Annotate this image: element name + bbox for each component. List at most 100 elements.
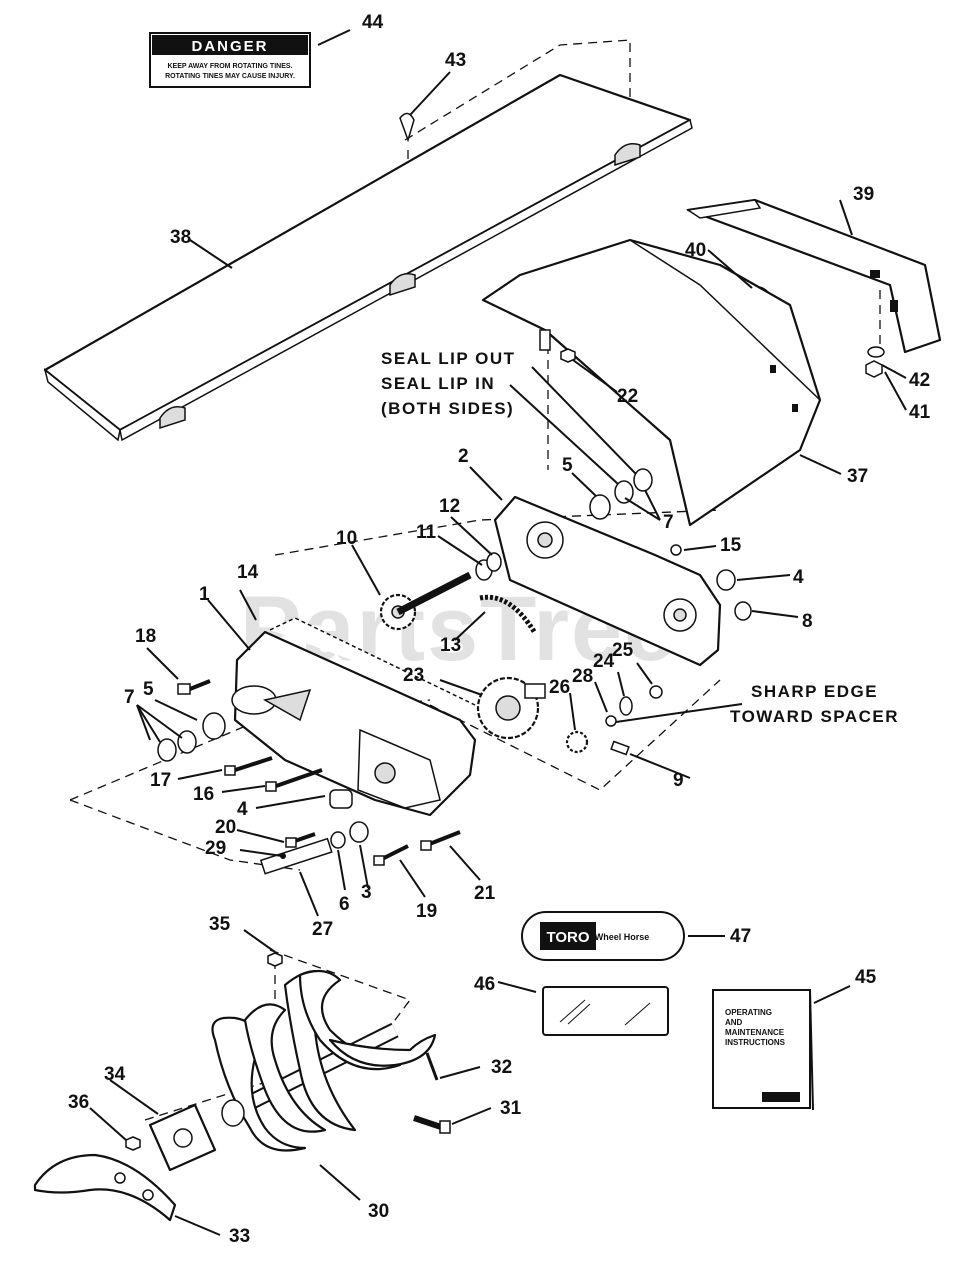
bushing-4-left: [329, 789, 353, 809]
leader-lines: [89, 29, 907, 1236]
callout-11: 11: [416, 522, 437, 543]
callout-1: 1: [199, 584, 210, 605]
callout-22: 22: [617, 386, 638, 407]
callout-37: 37: [847, 466, 868, 487]
callout-10: 10: [336, 528, 357, 549]
callout-6: 6: [339, 894, 350, 915]
danger-heading: DANGER: [191, 38, 268, 55]
sprocket-10: [379, 571, 472, 631]
pin-9: [610, 740, 630, 756]
callout-4-right: 4: [793, 567, 804, 588]
cotter-pin-43: [399, 112, 415, 143]
callout-7-left: 7: [124, 687, 135, 708]
callout-34: 34: [104, 1064, 126, 1085]
shaft-27: [259, 837, 333, 875]
pins-31-32-35: [267, 952, 451, 1134]
seals-right-5-7: [589, 468, 653, 520]
callout-2: 2: [458, 446, 469, 467]
callout-41: 41: [909, 402, 931, 423]
gear-case-half-2: [493, 495, 722, 667]
logo-brand: TORO: [546, 929, 589, 946]
note-seal-lip-in: SEAL LIP IN: [381, 374, 495, 393]
manual-line-4: INSTRUCTIONS: [725, 1038, 786, 1047]
callout-13: 13: [440, 635, 461, 656]
operator-manual: OPERATING AND MAINTENANCE INSTRUCTIONS: [712, 989, 814, 1111]
shield-38: [43, 73, 693, 442]
callout-32: 32: [491, 1057, 512, 1078]
callout-38: 38: [170, 227, 191, 248]
danger-line-1: KEEP AWAY FROM ROTATING TINES.: [168, 63, 293, 70]
bearings-right-4-8-15: [670, 544, 752, 621]
callout-24: 24: [593, 651, 615, 672]
callout-28: 28: [572, 666, 593, 687]
outer-tine-33: [33, 1153, 177, 1222]
callout-5-left: 5: [143, 679, 154, 700]
callout-27: 27: [312, 919, 333, 940]
danger-decal: DANGER KEEP AWAY FROM ROTATING TINES. RO…: [149, 32, 311, 88]
gear-case-half-1: [231, 630, 477, 817]
callout-33: 33: [229, 1226, 250, 1247]
tine-hood-37: [481, 238, 822, 527]
manual-line-1: OPERATING: [725, 1008, 772, 1017]
spacer-parts-24-28: [565, 685, 663, 754]
note-toward-spacer: TOWARD SPACER: [730, 707, 899, 726]
callout-47: 47: [730, 926, 751, 947]
callout-3: 3: [361, 882, 372, 903]
clear-decal-46: [542, 986, 669, 1036]
callout-14: 14: [237, 562, 259, 583]
callout-5-right: 5: [562, 455, 573, 476]
callout-44: 44: [362, 12, 384, 33]
danger-line-2: ROTATING TINES MAY CAUSE INJURY.: [165, 73, 295, 80]
sprocket-23: [476, 676, 546, 740]
callout-42: 42: [909, 370, 930, 391]
assembly-notes: SEAL LIP OUT SEAL LIP IN (BOTH SIDES) SH…: [381, 349, 899, 726]
fastener-22: [560, 348, 576, 363]
callout-19: 19: [416, 901, 437, 922]
seals-left-5-7: [157, 712, 226, 762]
manual-line-2: AND: [725, 1018, 743, 1027]
gasket-14: [269, 617, 476, 706]
callout-29: 29: [205, 838, 226, 859]
callout-35: 35: [209, 914, 231, 935]
bolts-19-20-21: [285, 830, 461, 866]
callout-12: 12: [439, 496, 460, 517]
callout-45: 45: [855, 967, 877, 988]
chain-13: [479, 594, 538, 635]
logo-model: Wheel Horse: [595, 932, 650, 942]
note-both-sides: (BOTH SIDES): [381, 399, 514, 418]
bearings-3-6: [330, 821, 369, 849]
callout-labels: 44 43 38 39 40 42 41 22 37 7 5 2 15 4 8 …: [68, 12, 931, 1247]
callout-31: 31: [500, 1098, 522, 1119]
callout-17: 17: [150, 770, 171, 791]
callout-4-left: 4: [237, 799, 248, 820]
callout-21: 21: [474, 883, 496, 904]
callout-16: 16: [193, 784, 214, 805]
callout-26: 26: [549, 677, 570, 698]
callout-15: 15: [720, 535, 742, 556]
callout-23: 23: [403, 665, 424, 686]
note-sharp-edge: SHARP EDGE: [751, 682, 878, 701]
callout-8: 8: [802, 611, 813, 632]
note-seal-lip-out: SEAL LIP OUT: [381, 349, 516, 368]
callout-43: 43: [445, 50, 466, 71]
callout-18: 18: [135, 626, 156, 647]
bolts-16-17: [224, 756, 323, 792]
callout-36: 36: [68, 1092, 89, 1113]
bolt-18: [177, 679, 211, 695]
callout-7-right: 7: [663, 512, 674, 533]
manual-line-3: MAINTENANCE: [725, 1028, 785, 1037]
callout-46: 46: [474, 974, 495, 995]
callout-40: 40: [685, 240, 706, 261]
tine-assembly-30: [211, 969, 437, 1152]
bracket-39: [685, 198, 942, 354]
logo-decal: TORO Wheel Horse: [521, 911, 685, 961]
mounting-plate-34: [125, 1103, 217, 1172]
callout-20: 20: [215, 817, 236, 838]
callout-30: 30: [368, 1201, 389, 1222]
washers-11-12: [475, 552, 502, 581]
nut-washer-41-42: [865, 346, 885, 378]
callout-39: 39: [853, 184, 874, 205]
callout-9: 9: [673, 770, 684, 791]
callout-25: 25: [612, 640, 634, 661]
